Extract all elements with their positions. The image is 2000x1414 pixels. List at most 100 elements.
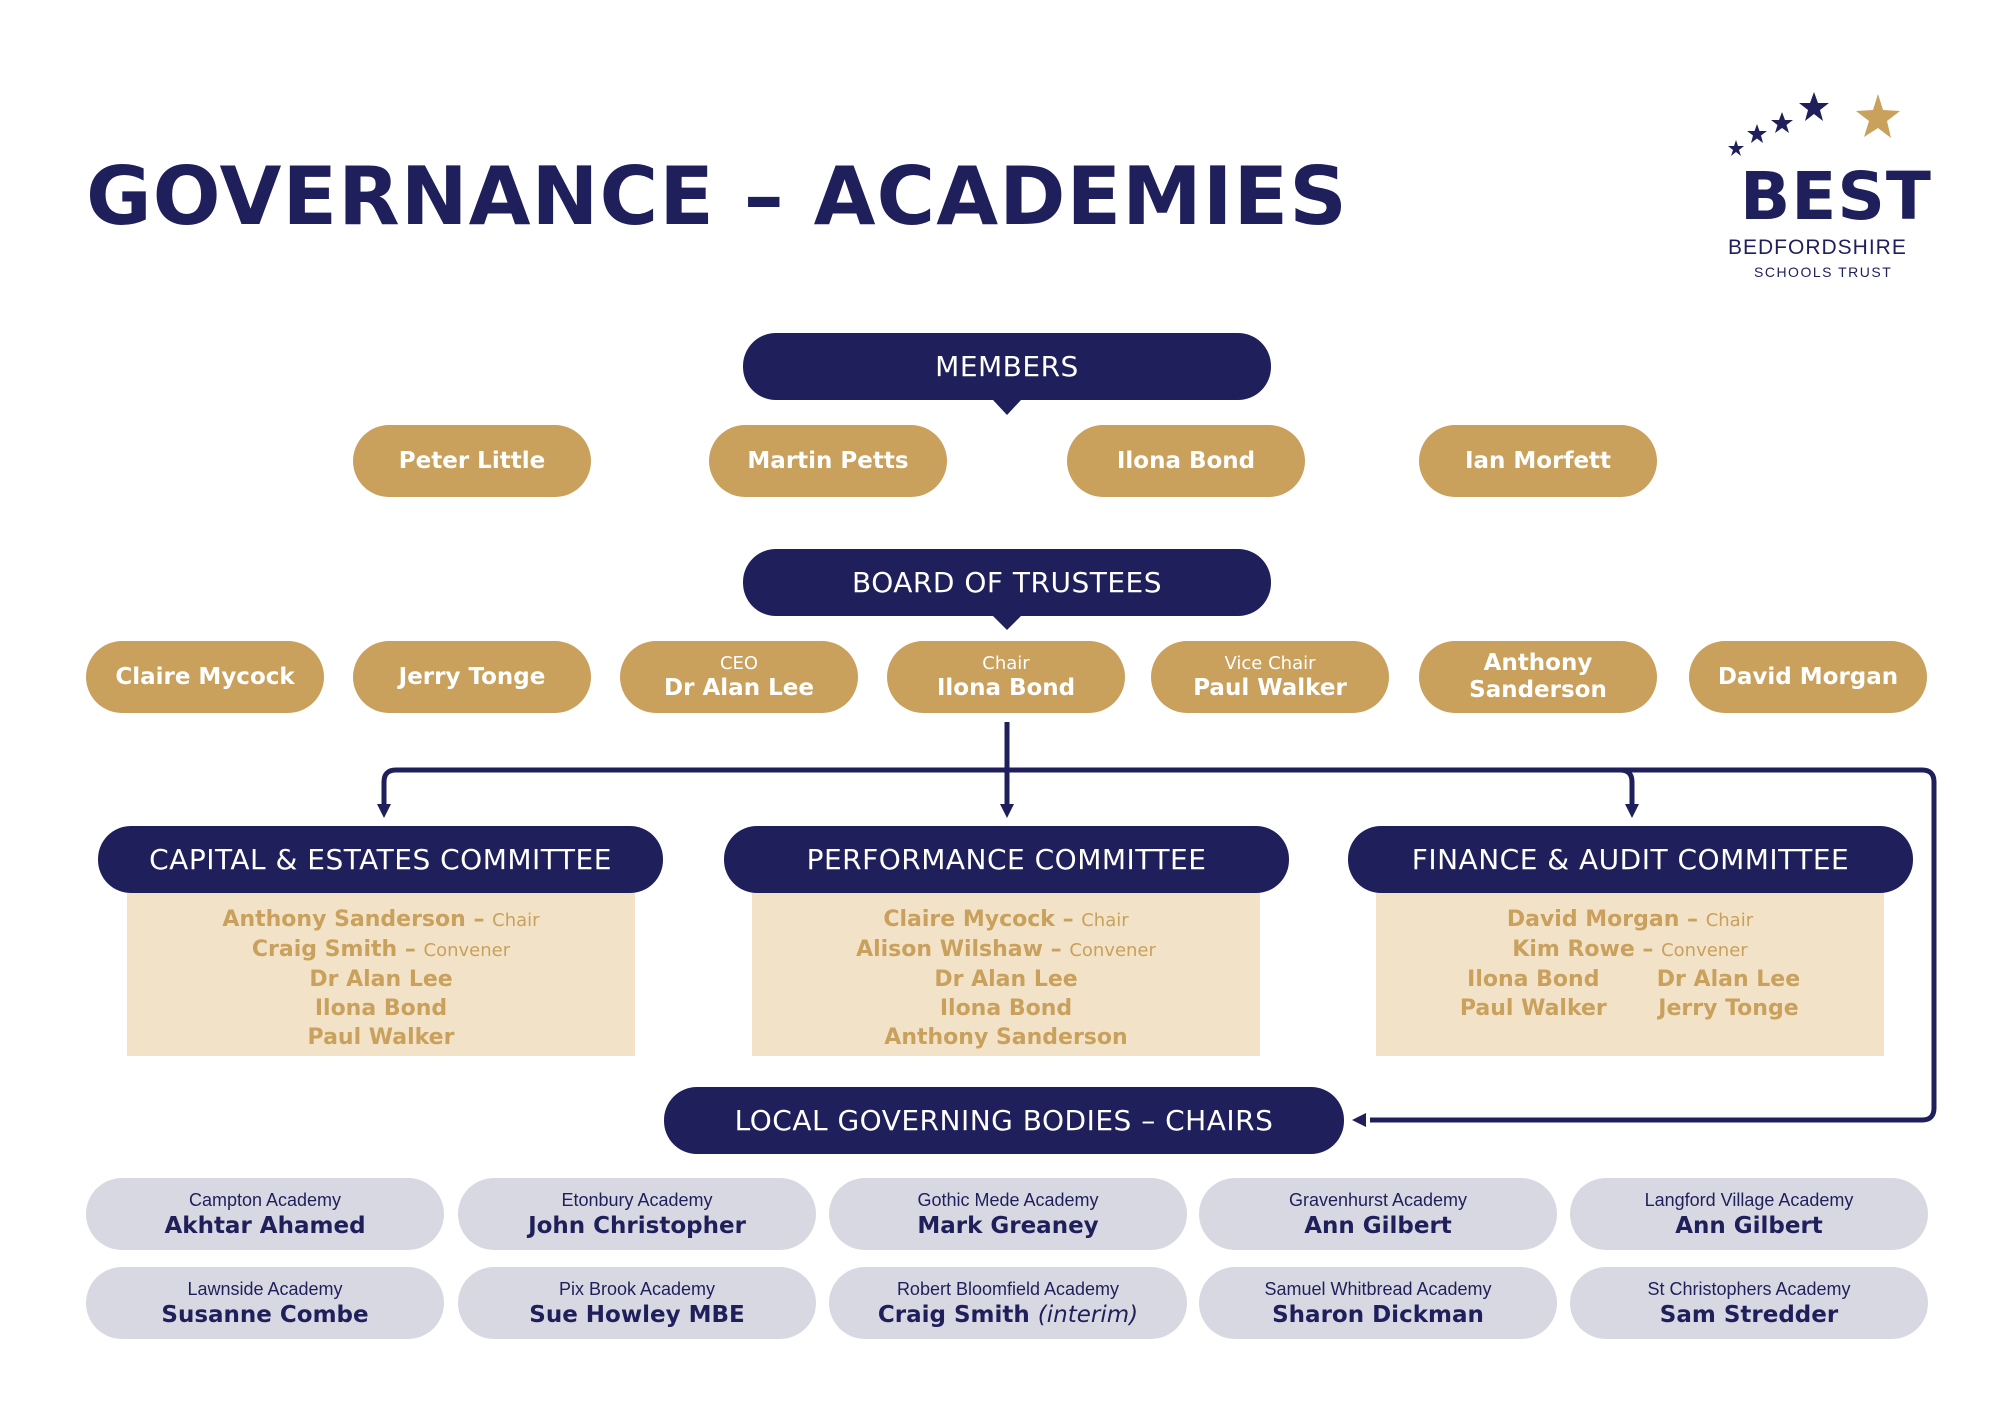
logo-line1: BEDFORDSHIRE <box>1728 236 1907 259</box>
chair-name: Sam Stredder <box>1659 1301 1839 1328</box>
committee-line: Paul Walker <box>127 1023 635 1052</box>
chair-name: Sharon Dickman <box>1272 1301 1484 1328</box>
trustee-name: Paul Walker <box>1193 674 1347 701</box>
academy-name: Samuel Whitbread Academy <box>1264 1278 1492 1299</box>
academy-name: Etonbury Academy <box>561 1189 713 1210</box>
academy-name: Gravenhurst Academy <box>1288 1189 1468 1210</box>
committee-member: Dr Alan Lee <box>934 967 1078 992</box>
committee-member: Paul Walker <box>1459 996 1607 1021</box>
committee-line: Ilona Bond <box>127 994 635 1023</box>
logo-wordmark: BEST <box>1740 158 1932 235</box>
committee-member: Dr Alan Lee <box>1656 967 1801 992</box>
trustee-pill: David Morgan <box>1689 641 1927 713</box>
committee-member: Alison Wilshaw <box>856 937 1043 962</box>
capital-arrow <box>377 804 391 818</box>
trustee-role: Chair <box>982 652 1030 674</box>
committee-column: Dr Alan Lee Jerry Tonge <box>1657 965 1800 1023</box>
performance-committee-heading: PERFORMANCE COMMITTEE <box>724 826 1289 893</box>
capital-committee-box: Anthony Sanderson – Chair Craig Smith – … <box>127 893 635 1056</box>
committee-sep: – <box>1054 907 1082 932</box>
finance-committee-heading: FINANCE & AUDIT COMMITTEE <box>1348 826 1913 893</box>
member-pill: Martin Petts <box>709 425 947 497</box>
committee-branch-line <box>381 767 1635 808</box>
chair-name: Akhtar Ahamed <box>164 1212 366 1239</box>
committee-member: David Morgan <box>1506 907 1680 932</box>
committee-role: Chair <box>1081 910 1129 931</box>
stars-icon <box>1728 92 1900 156</box>
committee-line: Dr Alan Lee <box>127 965 635 994</box>
chair-name: John Christopher <box>528 1212 746 1239</box>
committee-role: Convener <box>1661 940 1748 961</box>
committee-columns: Ilona Bond Paul Walker Dr Alan Lee Jerry… <box>1376 965 1884 1023</box>
academy-name: Pix Brook Academy <box>558 1278 716 1299</box>
committee-member: Claire Mycock <box>883 907 1055 932</box>
committee-line: Claire Mycock – Chair <box>752 905 1260 935</box>
chair-name: Sue Howley MBE <box>529 1301 745 1328</box>
trustee-name: David Morgan <box>1717 663 1899 690</box>
committee-role: Convener <box>423 940 511 961</box>
trustee-name: Claire Mycock <box>115 663 295 690</box>
chair-name: Ann Gilbert <box>1675 1212 1823 1239</box>
committee-line: Ilona Bond <box>752 994 1260 1023</box>
committee-sep: – <box>1679 907 1706 932</box>
chair-name-line: Craig Smith (interim) <box>878 1301 1138 1330</box>
committee-member: Anthony Sanderson <box>884 1025 1128 1050</box>
chair-name: Craig Smith <box>877 1301 1030 1328</box>
committee-role: Convener <box>1069 940 1156 961</box>
committee-member: Ilona Bond <box>1467 967 1600 992</box>
member-name: Ilona Bond <box>1116 447 1256 474</box>
committee-member: Paul Walker <box>307 1025 455 1050</box>
committee-sep: – <box>1042 937 1070 962</box>
performance-arrow <box>1000 804 1014 818</box>
board-heading: BOARD OF TRUSTEES <box>743 549 1271 616</box>
finance-committee-box: David Morgan – Chair Kim Rowe – Convener… <box>1376 893 1884 1056</box>
committee-member: Anthony Sanderson <box>222 907 466 932</box>
committee-line: Dr Alan Lee <box>752 965 1260 994</box>
member-pill: Ilona Bond <box>1067 425 1305 497</box>
committee-line: Craig Smith – Convener <box>127 935 635 965</box>
trustee-role: Vice Chair <box>1224 652 1316 674</box>
academy-name: Lawnside Academy <box>187 1278 343 1299</box>
capital-committee-heading: CAPITAL & ESTATES COMMITTEE <box>98 826 663 893</box>
committee-column: Ilona Bond Paul Walker <box>1460 965 1607 1023</box>
member-name: Peter Little <box>398 447 546 474</box>
best-logo: BEST BEDFORDSHIRE SCHOOLS TRUST <box>1720 88 1940 288</box>
committee-line: Alison Wilshaw – Convener <box>752 935 1260 965</box>
committee-member: Jerry Tonge <box>1658 996 1799 1021</box>
chair-name: Mark Greaney <box>917 1212 1099 1239</box>
committee-member: Kim Rowe <box>1512 937 1635 962</box>
trustee-name: Jerry Tonge <box>398 663 546 690</box>
members-heading: MEMBERS <box>743 333 1271 400</box>
members-arrow <box>993 400 1021 415</box>
committee-line: Anthony Sanderson <box>752 1023 1260 1052</box>
committee-line: David Morgan – Chair <box>1376 905 1884 935</box>
trustee-name: Anthony Sanderson <box>1469 650 1607 703</box>
committee-line: Kim Rowe – Convener <box>1376 935 1884 965</box>
academy-name: Campton Academy <box>188 1189 342 1210</box>
committee-member: Ilona Bond <box>314 996 448 1021</box>
committee-line: Anthony Sanderson – Chair <box>127 905 635 935</box>
lgb-branch-line <box>1310 767 1937 1123</box>
committee-sep: – <box>465 907 493 932</box>
trustee-name: Ilona Bond <box>936 674 1076 701</box>
trustee-pill: Jerry Tonge <box>353 641 591 713</box>
member-name: Martin Petts <box>747 447 909 474</box>
trustee-pill: Claire Mycock <box>86 641 324 713</box>
chair-note: (interim) <box>1037 1301 1139 1328</box>
committee-sep: – <box>397 937 424 962</box>
academy-name: Robert Bloomfield Academy <box>896 1278 1120 1299</box>
trustee-name: Dr Alan Lee <box>664 674 814 701</box>
lgb-arrow <box>1352 1113 1366 1127</box>
board-arrow <box>993 616 1021 630</box>
trustee-role: CEO <box>719 652 759 674</box>
